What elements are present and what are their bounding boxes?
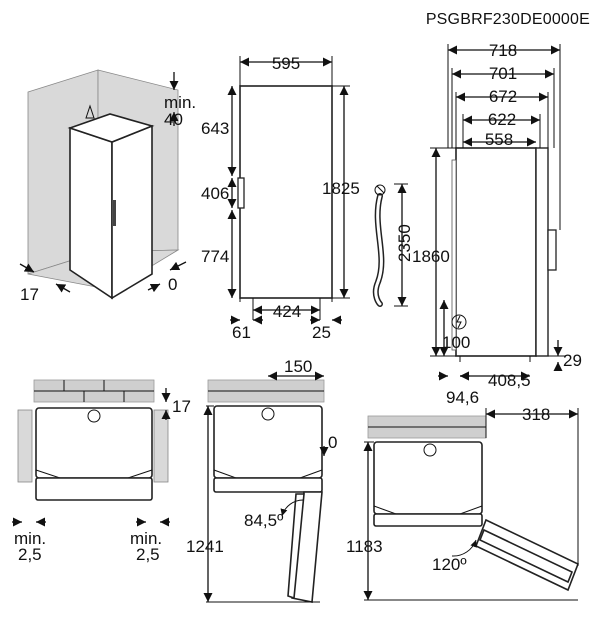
cable-length: 2350	[395, 224, 414, 262]
front-bottom-right: 25	[312, 323, 331, 342]
up-arrow-icon	[85, 104, 95, 119]
top2-angle: 84,5º	[244, 511, 283, 530]
iso-appliance-front	[69, 126, 113, 300]
side-d1: 718	[489, 41, 517, 60]
top1-lightning-icon	[87, 409, 101, 423]
top3-lightning-icon	[423, 443, 437, 457]
top2-appliance	[213, 405, 323, 479]
top1-left-wall	[17, 409, 33, 483]
top1-left-label: min.	[14, 529, 46, 548]
iso-appliance-side	[111, 124, 153, 300]
plug-icon	[374, 184, 386, 196]
top2-depth: 1241	[186, 537, 224, 556]
side-height: 1860	[412, 247, 450, 266]
top-view-2: 150 0 84,5º 1241	[186, 357, 337, 603]
side-door	[535, 147, 549, 357]
top1-right-wall	[153, 409, 169, 483]
top3-angle: 120º	[432, 555, 467, 574]
side-d4: 622	[488, 110, 516, 129]
top1-wall-dim: 17	[172, 397, 191, 416]
side-foot-depth: 408,5	[488, 371, 531, 390]
side-appliance-body	[455, 147, 537, 357]
top1-right-value: 2,5	[136, 545, 160, 564]
top1-left-value: 2,5	[18, 545, 42, 564]
iso-handle	[113, 200, 116, 226]
iso-left-value: 17	[20, 285, 39, 304]
iso-view: min. 40 17 0	[19, 69, 196, 304]
front-height: 1825	[322, 179, 360, 198]
top1-appliance	[35, 407, 153, 479]
front-appliance-body	[239, 85, 333, 299]
side-foot-h: 29	[563, 351, 582, 370]
side-d3: 672	[489, 87, 517, 106]
top1-door	[35, 477, 153, 501]
top2-lightning-icon	[261, 407, 275, 421]
front-lower: 774	[201, 247, 229, 266]
model-code: PSGBRF230DE0000E	[426, 11, 590, 28]
front-width: 595	[272, 54, 300, 73]
lightning-icon	[451, 314, 467, 330]
side-foot-off: 94,6	[446, 388, 479, 407]
power-cable: 2350	[372, 183, 414, 307]
top2-offset: 150	[284, 357, 312, 376]
iso-right-value: 0	[168, 275, 177, 294]
iso-appliance-top	[67, 113, 155, 143]
front-bottom-left: 61	[232, 323, 251, 342]
front-view: 595 643 406 774 1825 424 61 25	[201, 54, 360, 342]
top3-width: 318	[522, 405, 550, 424]
top2-gap: 0	[328, 433, 337, 452]
iso-top-clearance-value: 40	[164, 110, 183, 129]
top1-right-label: min.	[130, 529, 162, 548]
front-handle	[237, 177, 245, 209]
top-view-3: 318 120º 1183	[346, 405, 580, 601]
top3-appliance	[373, 441, 483, 515]
top3-depth: 1183	[346, 537, 383, 556]
top-view-1: 17 min. 2,5 min. 2,5	[12, 379, 191, 564]
side-d2: 701	[489, 64, 517, 83]
side-view: 718 701 672 622 558 1860 100 408,5 94,6 …	[412, 41, 582, 407]
side-handle	[547, 229, 557, 271]
front-bottom-mid: 424	[273, 302, 301, 321]
front-handle-dim: 406	[201, 184, 229, 203]
front-upper: 643	[201, 119, 229, 138]
side-d5: 558	[485, 130, 513, 149]
side-bottom-h: 100	[442, 333, 470, 352]
iso-top-clearance-label: min.	[164, 93, 196, 112]
